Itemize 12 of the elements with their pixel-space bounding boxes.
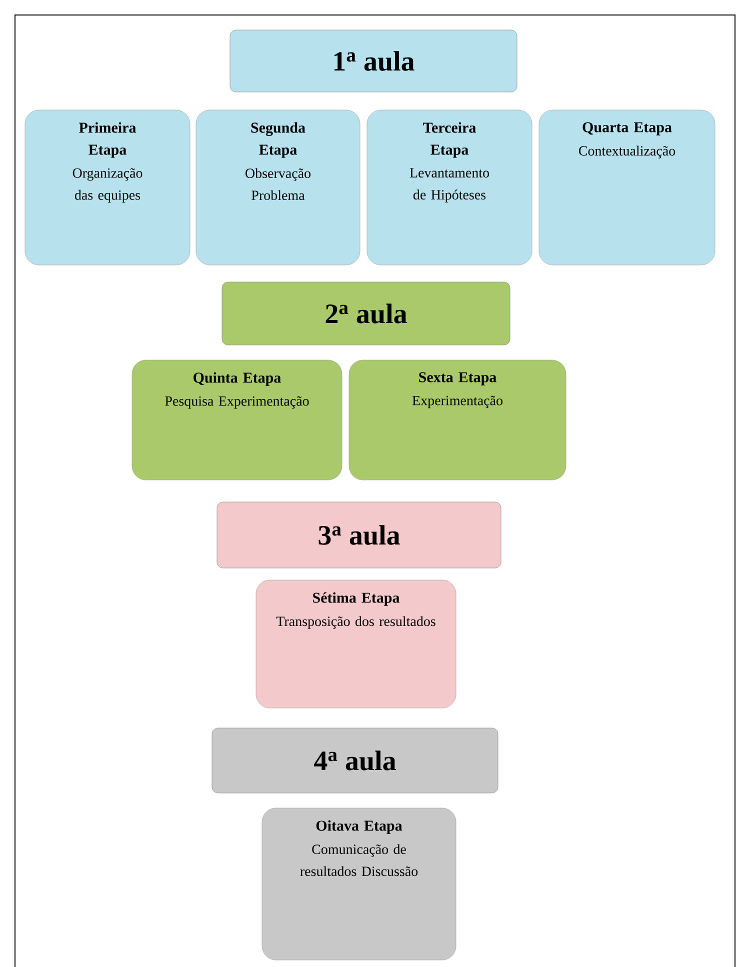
session-banner: 4$^{a}$ aula <box>212 728 498 794</box>
stage-box: Sexta Etapa Experimentação <box>348 360 566 480</box>
stage-box: Quinta Etapa Pesquisa Experimentação <box>132 360 342 480</box>
stage-box: Primeira Etapa Organização das equipes <box>24 110 190 266</box>
session-banner: 1$^{a}$ aula <box>230 30 518 92</box>
stage-box: Segunda Etapa Observação Problema <box>196 110 360 266</box>
session-banner: 3$^{a}$ aula <box>216 502 502 568</box>
stage-box: Sétima Etapa Transposição dos resultados <box>256 580 456 708</box>
session-banner: 2$^{a}$ aula <box>222 282 510 346</box>
stage-box: Quarta Etapa Contextualização <box>538 110 716 266</box>
stage-box: Oitava Etapa Comunicação de resultados Discussão <box>262 808 456 960</box>
stage-box: Terceira Etapa Levantamento de Hipóteses <box>366 110 532 266</box>
